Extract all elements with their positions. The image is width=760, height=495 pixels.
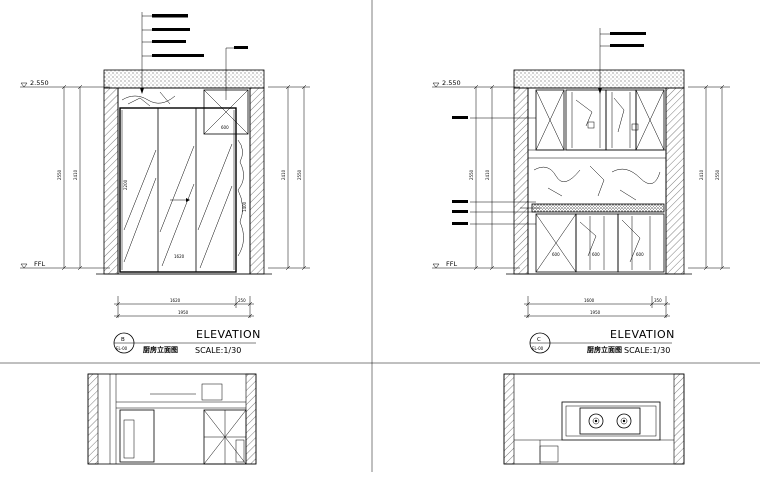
cab-c-dim: 600 [636, 252, 644, 257]
plan-fragment-left [87, 373, 257, 465]
width-dim-total: 1950 [178, 310, 189, 315]
door-width-dim: 1620 [174, 254, 185, 259]
sliding-door-frame [119, 107, 237, 273]
height-dim-outer-right-c: 2550 [715, 169, 720, 180]
width-dim-b-c: 350 [654, 298, 662, 303]
height-dim-outer: 2550 [57, 169, 62, 180]
width-dim-total-c: 1950 [590, 310, 601, 315]
scale-b: SCALE:1/30 [195, 346, 241, 355]
base-cabinets-c: 600 600 600 [535, 213, 665, 273]
left-wall [103, 87, 119, 275]
height-dim-outer-right: 2550 [297, 169, 302, 180]
width-dim-b: 250 [238, 298, 246, 303]
marker-sheet-c: EL-00 [532, 346, 544, 351]
elevation-c: 600 600 600 [432, 28, 730, 355]
countertop-c [531, 203, 665, 213]
cooktop-icon [579, 407, 641, 435]
elevation-title-b: ELEVATION [196, 328, 261, 341]
marble-veins-top [121, 91, 176, 107]
door-height-dim: 2200 [123, 179, 128, 190]
cn-title-b: 厨房立面图 [143, 345, 178, 354]
marker-letter-b: B [121, 337, 125, 343]
title-block-c: C EL-00 ELEVATION 厨房立面图 SCALE:1/30 [529, 328, 675, 355]
right-dimensions-b: 2410 2550 [268, 84, 310, 271]
title-block-b: B EL-00 ELEVATION 厨房立面图 SCALE:1/30 [113, 328, 261, 355]
level-top-label: 2.550 [30, 79, 49, 87]
height-dim-inner-right-c: 2410 [699, 169, 704, 180]
width-dim-a: 1620 [170, 298, 181, 303]
sheet-dividers [0, 0, 760, 472]
upper-cabinets-c [528, 89, 666, 159]
level-floor-label-c: FFL [446, 260, 457, 268]
cn-title-c: 厨房立面图 [587, 345, 622, 354]
marker-letter-c: C [537, 337, 541, 343]
cab-a-dim: 600 [552, 252, 560, 257]
elevation-b: 600 2200 1620 1400 [20, 12, 310, 355]
bottom-dimensions-c: 1600 350 1950 [524, 296, 670, 319]
right-wall-c [665, 87, 685, 275]
scale-c: SCALE:1/30 [624, 346, 670, 355]
plan-fragment-right [503, 373, 685, 465]
annotation-leaders-c [452, 28, 646, 225]
left-dimensions-b: 2550 2410 2.550 FFL [20, 79, 110, 271]
annotation-leaders-b [140, 12, 248, 100]
marble-veins-side [237, 139, 244, 257]
height-dim-inner: 2410 [73, 169, 78, 180]
height-dim-inner-right: 2410 [281, 169, 286, 180]
right-wall [249, 87, 265, 275]
bottom-dimensions-b: 1620 250 1950 [114, 296, 254, 319]
left-dimensions-c: 2550 2410 2.550 FFL [432, 79, 520, 271]
interior-frame-c [527, 87, 667, 275]
ceiling-slab [103, 69, 265, 89]
interior-frame [117, 87, 251, 275]
left-wall-c [513, 87, 529, 275]
upper-cabinet-dim: 600 [221, 125, 229, 130]
width-dim-a-c: 1600 [584, 298, 595, 303]
height-dim-inner-c: 2410 [485, 169, 490, 180]
side-height-dim: 1400 [242, 201, 247, 212]
level-top-label-c: 2.550 [442, 79, 461, 87]
height-dim-outer-c: 2550 [469, 169, 474, 180]
backsplash-marble [533, 165, 661, 201]
level-floor-label: FFL [34, 260, 45, 268]
marker-sheet-b: EL-00 [116, 346, 128, 351]
right-dimensions-c: 2410 2550 [688, 84, 730, 271]
ceiling-slab-c [513, 69, 685, 89]
cab-b-dim: 600 [592, 252, 600, 257]
elevation-title-c: ELEVATION [610, 328, 675, 341]
